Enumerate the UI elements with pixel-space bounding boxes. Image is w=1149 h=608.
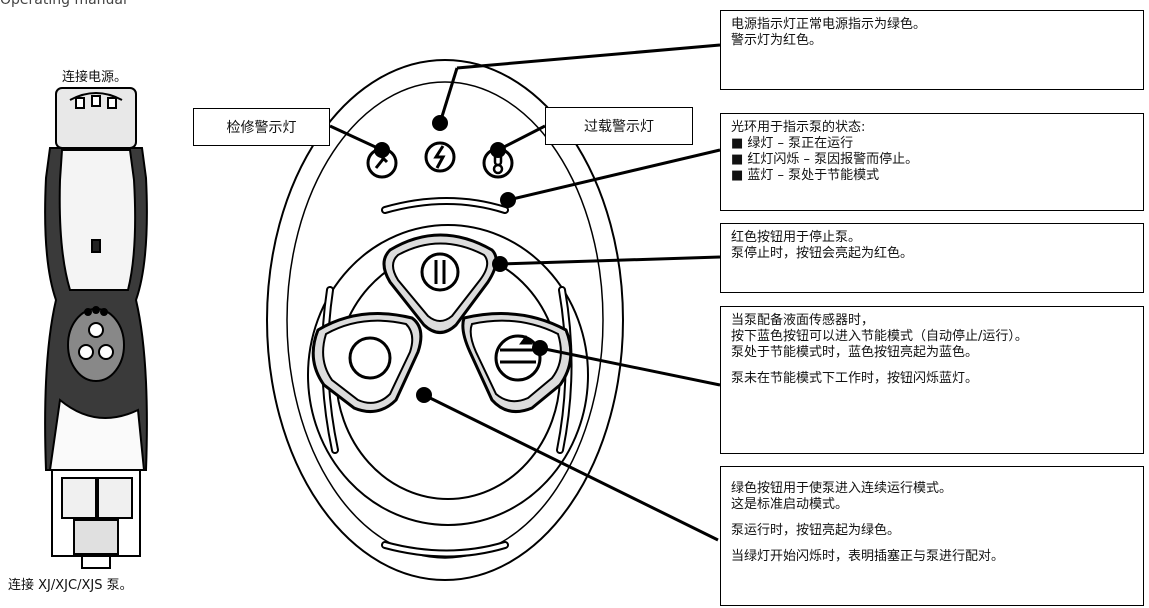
note-power-line-1: 电源指示灯正常电源指示为绿色。	[731, 17, 927, 32]
note-green-line-1: 绿色按钮用于使泵进入连续运行模式。	[731, 481, 953, 496]
note-ring-line-3: ■ 红灯闪烁 – 泵因报警而停止。	[731, 152, 919, 167]
note-red-line-2: 泵停止时，按钮会亮起为红色。	[731, 246, 914, 261]
note-blue-line-1: 当泵配备液面传感器时，	[731, 313, 875, 328]
note-red-button: 红色按钮用于停止泵。 泵停止时，按钮会亮起为红色。	[720, 223, 1144, 293]
note-blue-line-4: 泵未在节能模式下工作时，按钮闪烁蓝灯。	[731, 371, 979, 386]
note-ring-line-4: ■ 蓝灯 – 泵处于节能模式	[731, 168, 880, 183]
partial-heading: Operating manual	[0, 0, 127, 8]
note-blue-line-3: 泵处于节能模式时，蓝色按钮亮起为蓝色。	[731, 345, 979, 360]
note-power-indicator: 电源指示灯正常电源指示为绿色。 警示灯为红色。	[720, 10, 1144, 90]
note-green-line-2: 这是标准启动模式。	[731, 497, 849, 512]
overload-light-label: 过载警示灯	[545, 107, 693, 145]
service-light-label: 检修警示灯	[193, 108, 330, 146]
note-blue-line-2: 按下蓝色按钮可以进入节能模式（自动停止/运行）。	[731, 329, 1028, 344]
red-stop-button	[382, 233, 498, 334]
leader-dots	[374, 115, 548, 403]
note-green-line-4: 当绿灯开始闪烁时，表明插塞正与泵进行配对。	[731, 549, 1005, 564]
device-caption-top: 连接电源。	[62, 70, 128, 85]
note-blue-button: 当泵配备液面传感器时， 按下蓝色按钮可以进入节能模式（自动停止/运行）。 泵处于…	[720, 306, 1144, 454]
note-red-line-1: 红色按钮用于停止泵。	[731, 230, 862, 245]
note-green-line-3: 泵运行时，按钮亮起为绿色。	[731, 523, 901, 538]
note-ring-line-1: 光环用于指示泵的状态:	[731, 120, 866, 135]
note-green-button: 绿色按钮用于使泵进入连续运行模式。 这是标准启动模式。 泵运行时，按钮亮起为绿色…	[720, 466, 1144, 606]
note-power-line-2: 警示灯为红色。	[731, 33, 823, 48]
device-caption-bottom: 连接 XJ/XJC/XJS 泵。	[8, 578, 133, 593]
note-status-ring: 光环用于指示泵的状态: ■ 绿灯 – 泵正在运行 ■ 红灯闪烁 – 泵因报警而停…	[720, 113, 1144, 211]
plug-device	[44, 87, 148, 569]
leader-lines	[329, 43, 721, 542]
note-ring-line-2: ■ 绿灯 – 泵正在运行	[731, 136, 854, 151]
green-run-button	[311, 312, 423, 414]
